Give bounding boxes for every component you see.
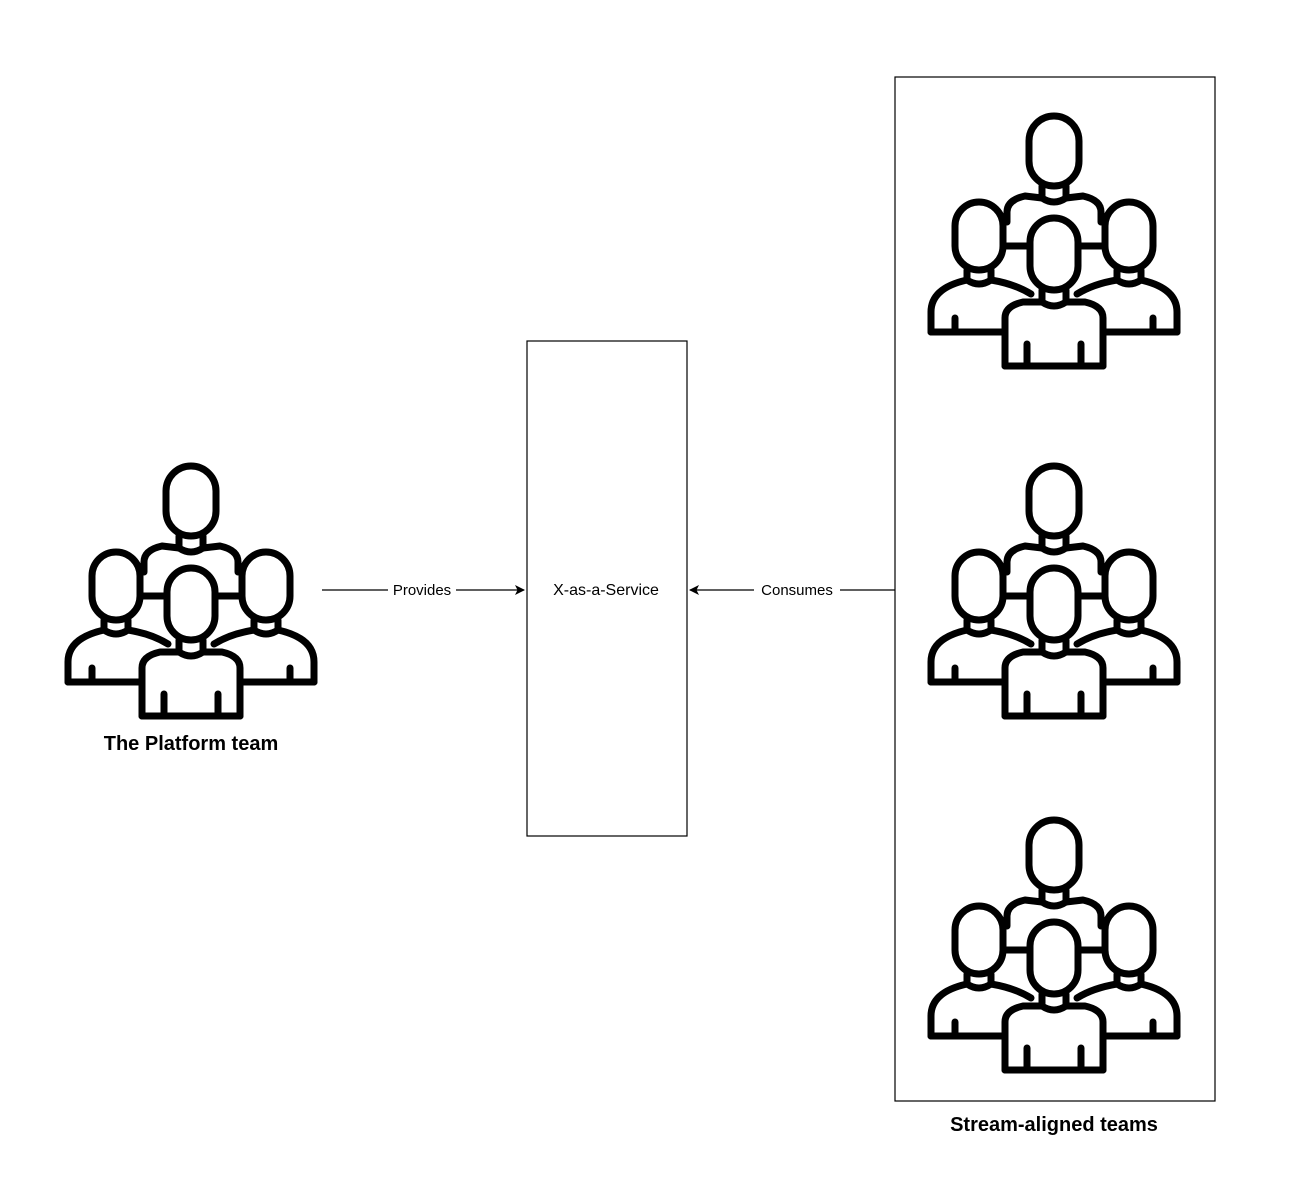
consumes-label: Consumes: [761, 582, 833, 599]
team-icon: [68, 466, 314, 716]
platform-team-label: The Platform team: [104, 733, 278, 755]
stream-aligned-container: [894, 76, 1216, 1102]
provides-label: Provides: [393, 582, 451, 599]
provides-edge[interactable]: Provides: [322, 580, 525, 600]
xaas-box: [526, 340, 688, 837]
platform-team[interactable]: The Platform team: [68, 466, 314, 755]
xaas-node[interactable]: X-as-a-Service: [526, 340, 688, 837]
xaas-label: X-as-a-Service: [553, 582, 659, 599]
provides-label-bg: [388, 580, 456, 600]
stream-aligned-label: Stream-aligned teams: [950, 1114, 1158, 1136]
consumes-edge[interactable]: Consumes: [689, 580, 895, 600]
consumes-label-bg: [754, 580, 840, 600]
stream-aligned-teams[interactable]: Stream-aligned teams: [894, 76, 1216, 1136]
